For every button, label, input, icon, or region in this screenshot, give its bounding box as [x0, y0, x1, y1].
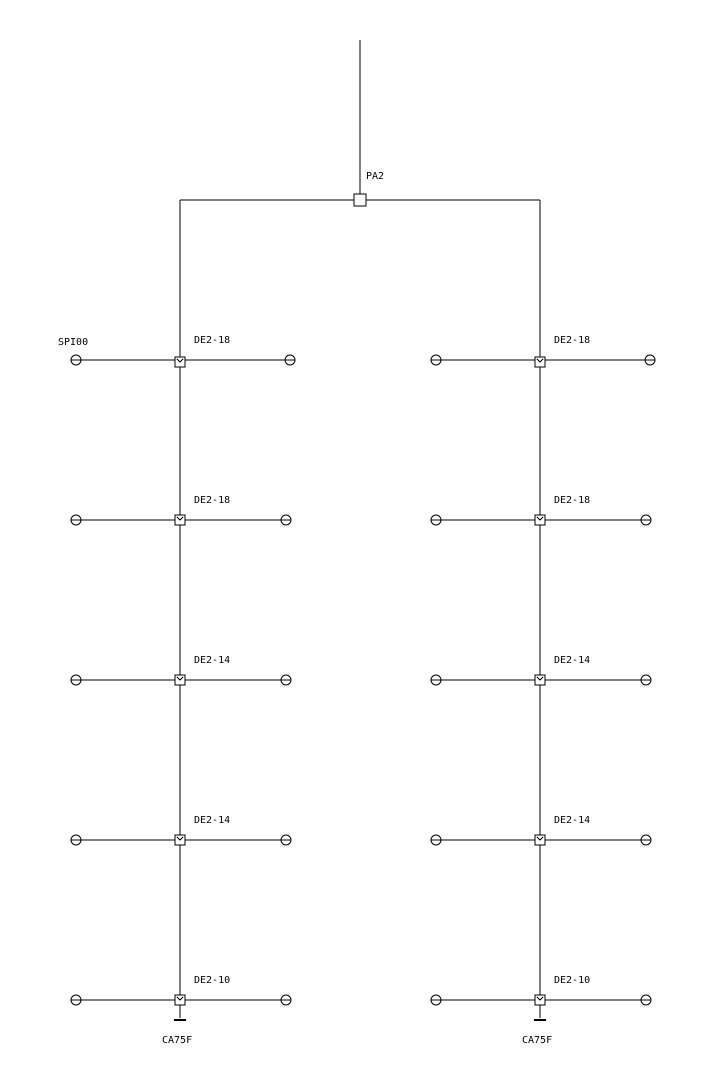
left-tap-label-5: DE2-10: [194, 975, 230, 986]
left-tap-label-3: DE2-14: [194, 655, 230, 666]
right-tap-label-4: DE2-14: [554, 815, 590, 826]
root-splitter: [353, 193, 367, 207]
right-tap-mark-3: [536, 676, 544, 681]
left-tap-mark-2: [176, 516, 184, 521]
left-tap-label-1: DE2-18: [194, 335, 230, 346]
left-tap-mark-3: [176, 676, 184, 681]
right-tap-label-1: DE2-18: [554, 335, 590, 346]
right-tap-label-3: DE2-14: [554, 655, 590, 666]
right-end-label: CA75F: [522, 1035, 552, 1046]
right-tap-mark-5: [536, 996, 544, 1001]
tap-group: DE2-18DE2-18DE2-14DE2-14DE2-10DE2-18DE2-…: [70, 335, 656, 1006]
right-tap-mark-1: [536, 358, 544, 363]
root-label: PA2: [366, 171, 384, 182]
left-tap-mark-1: [176, 358, 184, 363]
right-tap-mark-2: [536, 516, 544, 521]
right-tap-label-5: DE2-10: [554, 975, 590, 986]
left-tap-mark-5: [176, 996, 184, 1001]
left-tap-mark-4: [176, 836, 184, 841]
left-end-label: CA75F: [162, 1035, 192, 1046]
left-tap-label-2: DE2-18: [194, 495, 230, 506]
left-tap-label-4: DE2-14: [194, 815, 230, 826]
right-tap-mark-4: [536, 836, 544, 841]
first-outlet-label: SPI00: [58, 337, 88, 348]
right-tap-label-2: DE2-18: [554, 495, 590, 506]
